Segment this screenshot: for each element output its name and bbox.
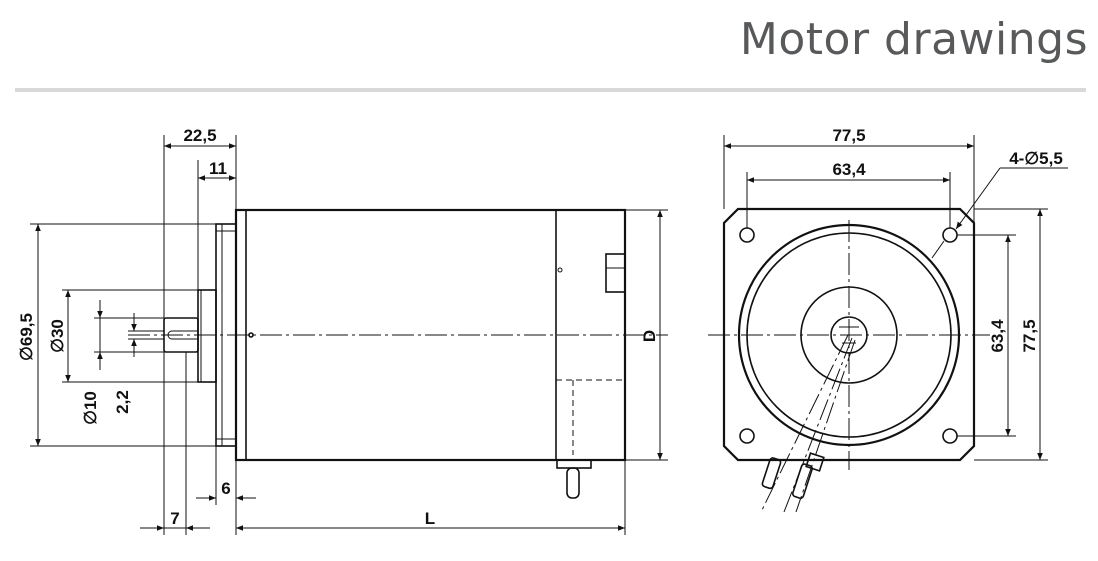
lead-wires bbox=[761, 334, 856, 513]
dim-width: 77,5 bbox=[832, 126, 865, 145]
dim-length: L bbox=[425, 509, 435, 528]
mount-hole-icon bbox=[739, 428, 755, 444]
dim-flange-depth: 22,5 bbox=[183, 126, 216, 145]
dim-height: 77,5 bbox=[1020, 319, 1039, 352]
dim-flat: 2,2 bbox=[113, 390, 132, 414]
square-flange bbox=[722, 207, 976, 462]
dim-pilot-depth: 11 bbox=[209, 159, 227, 178]
dim-shaft-dia: ∅10 bbox=[81, 391, 100, 425]
dim-bolt-spacing-v: 63,4 bbox=[988, 319, 1007, 353]
title-underline bbox=[15, 88, 1086, 92]
front-view: 77,5 63,4 4-∅5,5 63,4 77,5 bbox=[708, 126, 1068, 513]
page-title: Motor drawings bbox=[739, 14, 1088, 65]
dim-flange-thk: 6 bbox=[221, 479, 230, 498]
screw-icon bbox=[557, 267, 563, 273]
mount-hole-icon bbox=[942, 227, 958, 243]
dim-holes: 4-∅5,5 bbox=[1009, 149, 1063, 168]
dim-diameter: D bbox=[640, 330, 659, 342]
lead-wire-connector bbox=[566, 467, 580, 499]
side-view: 22,5 11 ∅69,5 ∅30 ∅10 2,2 7 bbox=[17, 126, 668, 535]
dim-flange-dia: ∅69,5 bbox=[17, 313, 36, 361]
mount-hole-icon bbox=[739, 227, 755, 243]
dim-pilot-dia: ∅30 bbox=[48, 319, 67, 353]
mount-hole-icon bbox=[942, 428, 958, 444]
dim-bolt-spacing-h: 63,4 bbox=[832, 160, 866, 179]
dim-shaft-len: 7 bbox=[170, 509, 179, 528]
terminal-box bbox=[605, 253, 626, 293]
